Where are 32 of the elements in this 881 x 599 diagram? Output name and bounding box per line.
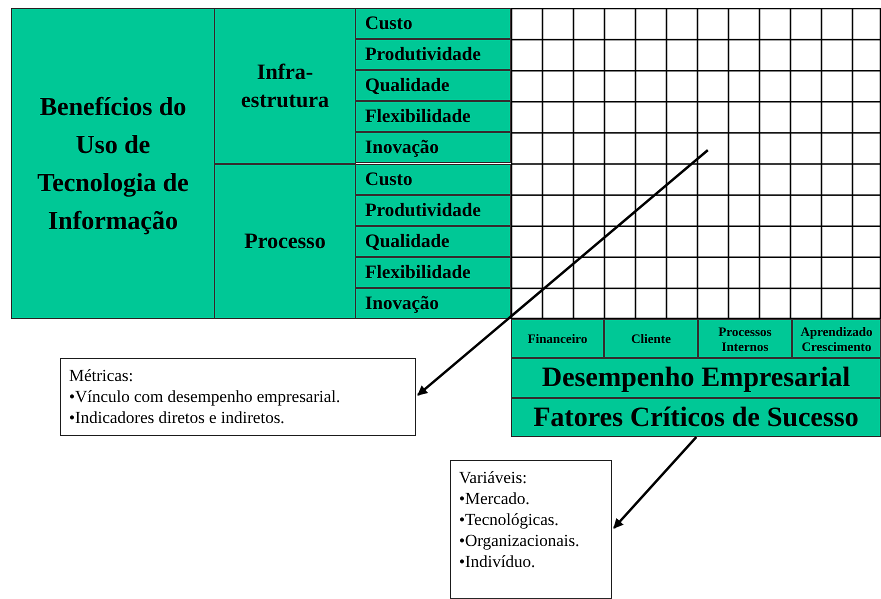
row-cell: Inovação — [355, 288, 511, 319]
bullet-item: •Indicadores diretos e indiretos. — [69, 407, 286, 428]
heading-cell: Benefícios do Uso de Tecnologia de Informação — [11, 8, 215, 319]
note-heading: Variáveis: — [459, 467, 528, 488]
bullet-item: •Tecnológicas. — [459, 509, 560, 530]
column-header: Aprendizado Crescimento — [792, 319, 881, 358]
bullet-item: •Organizacionais. — [459, 530, 580, 551]
banner-cell: Fatores Críticos de Sucesso — [511, 398, 881, 437]
column-header: Processos Internos — [698, 319, 792, 358]
row-cell: Produtividade — [355, 194, 511, 226]
row-cell: Produtividade — [355, 39, 511, 70]
note-box — [60, 358, 416, 436]
bullet-item: •Vínculo com desempenho empresarial. — [69, 386, 342, 407]
row-cell: Custo — [355, 8, 511, 40]
arrow — [613, 436, 698, 529]
note-box — [450, 460, 612, 599]
matrix-grid — [511, 8, 881, 319]
row-cell: Flexibilidade — [355, 101, 511, 132]
group-cell: Infra-estrutura — [214, 8, 356, 164]
column-header: Cliente — [604, 319, 698, 358]
column-header: Financeiro — [511, 319, 604, 358]
group-cell: Processo — [214, 164, 356, 319]
banner-cell: Desempenho Empresarial — [511, 358, 881, 398]
bullet-item: •Indivíduo. — [459, 551, 536, 572]
row-cell: Qualidade — [355, 70, 511, 102]
row-cell: Qualidade — [355, 226, 511, 257]
row-cell: Flexibilidade — [355, 256, 511, 288]
row-cell: Custo — [355, 164, 511, 195]
note-heading: Métricas: — [69, 365, 134, 386]
row-cell: Inovação — [355, 132, 511, 164]
bullet-item: •Mercado. — [459, 488, 531, 509]
arrow — [417, 149, 709, 396]
